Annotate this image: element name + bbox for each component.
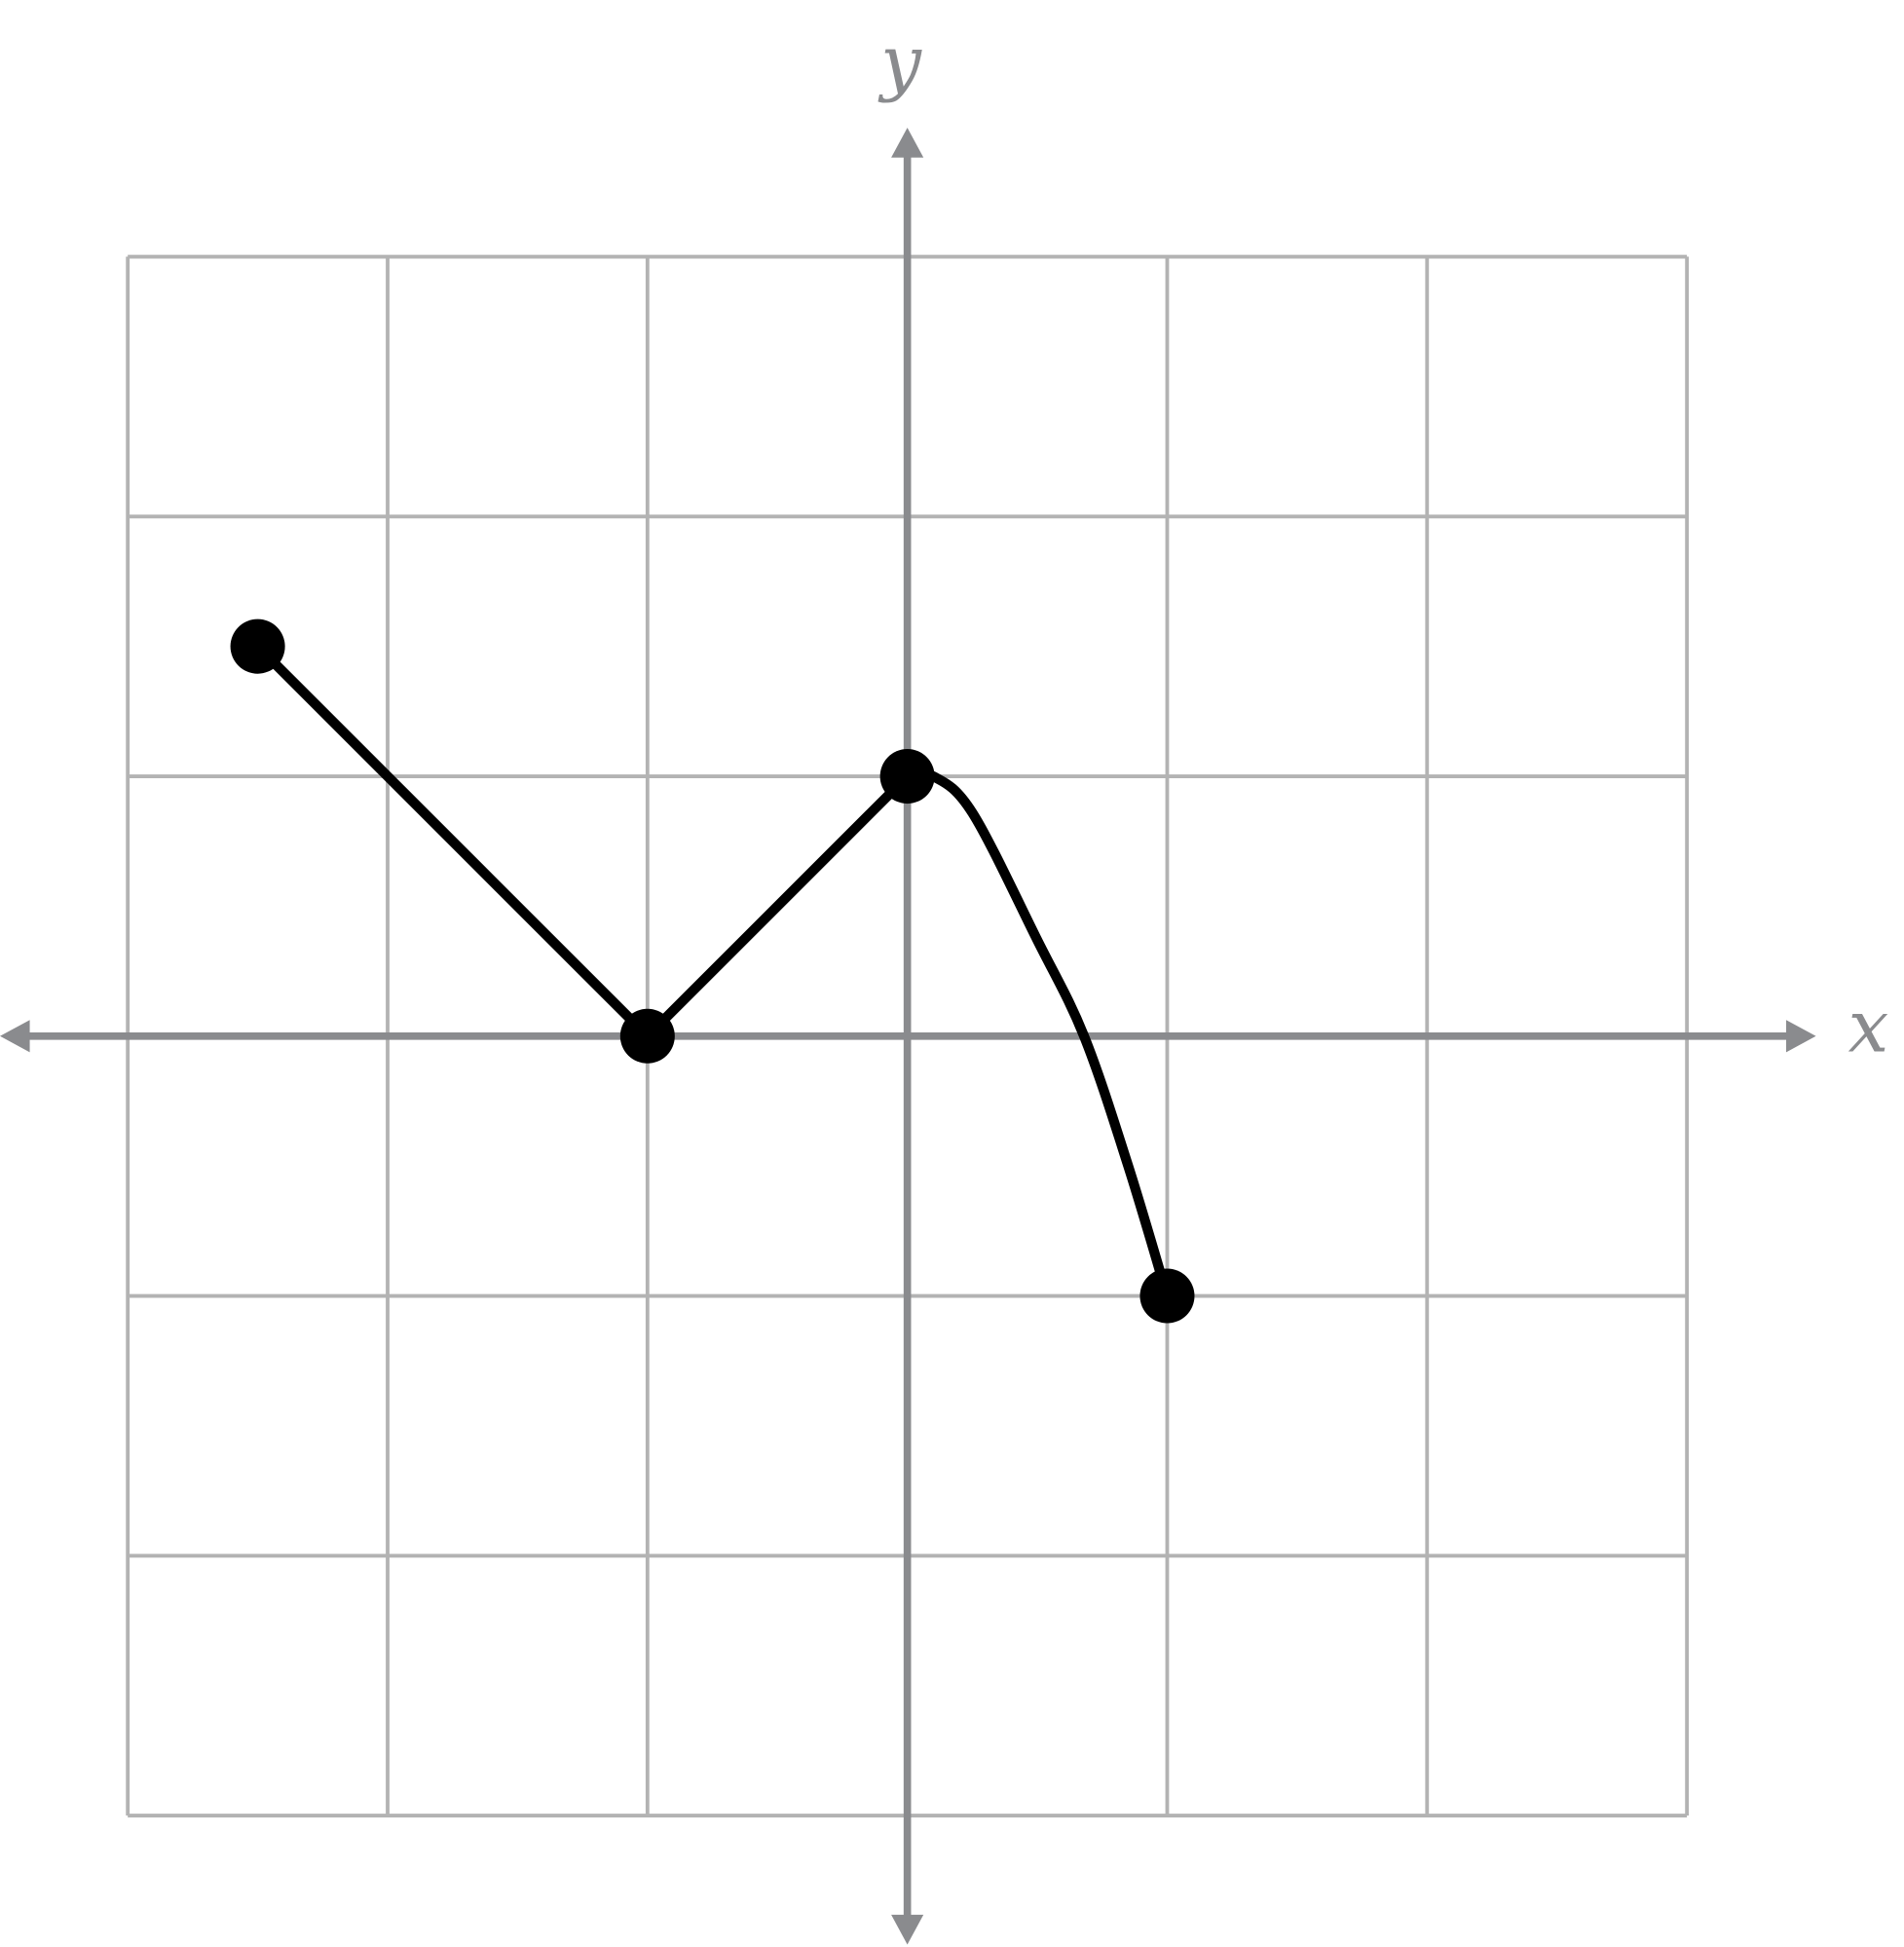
graph-line-segment bbox=[252, 641, 653, 1041]
graph-line-segment bbox=[642, 770, 913, 1041]
y-axis-down-arrow-icon bbox=[891, 1914, 924, 1945]
graph bbox=[230, 618, 1195, 1324]
axes bbox=[0, 128, 1816, 1945]
graph-curve-segment bbox=[902, 768, 1173, 1301]
x-axis-right-arrow-icon bbox=[1786, 1020, 1816, 1053]
graph-point bbox=[879, 749, 935, 805]
y-axis-up-arrow-icon bbox=[891, 128, 924, 158]
graph-point bbox=[230, 618, 285, 674]
graph-point bbox=[1139, 1268, 1195, 1324]
x-axis-left-arrow-icon bbox=[0, 1020, 30, 1053]
graph-point bbox=[619, 1008, 675, 1064]
x-axis-label: x bbox=[1848, 986, 1889, 1069]
y-axis-label: y bbox=[877, 20, 922, 104]
